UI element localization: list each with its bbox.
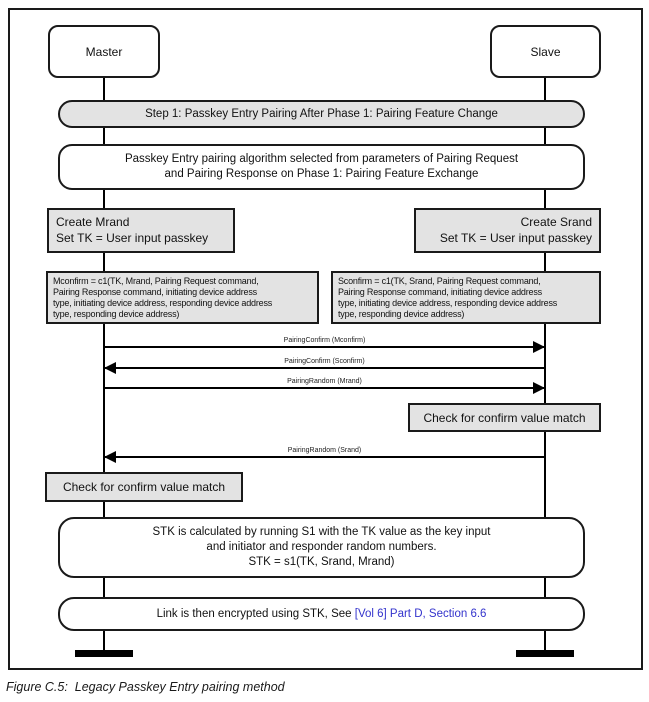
- slave-check-box: Check for confirm value match: [408, 403, 601, 432]
- arrow-left: [104, 451, 545, 463]
- sconfirm-calculation-box: Sconfirm = c1(TK, Srand, Pairing Request…: [331, 271, 601, 324]
- message-label: PairingRandom (Mrand): [287, 378, 362, 385]
- vol6-partd-section66-link[interactable]: [Vol 6] Part D, Section 6.6: [354, 607, 487, 620]
- actor-master-label: Master: [85, 44, 123, 59]
- message-pairing-confirm-sconfirm: PairingConfirm (Sconfirm): [104, 358, 545, 374]
- mconfirm-calculation-box: Mconfirm = c1(TK, Mrand, Pairing Request…: [46, 271, 319, 324]
- actor-master: Master: [48, 25, 160, 78]
- arrow-right: [104, 382, 545, 394]
- arrowhead-right-icon: [533, 341, 545, 353]
- arrowhead-left-icon: [104, 451, 116, 463]
- message-pairing-confirm-mconfirm: PairingConfirm (Mconfirm): [104, 337, 545, 353]
- arrowhead-left-icon: [104, 362, 116, 374]
- master-action-box: Create Mrand Set TK = User input passkey: [47, 208, 235, 253]
- message-label: PairingConfirm (Sconfirm): [284, 358, 365, 365]
- link-encrypted-note: Link is then encrypted using STK, See [V…: [58, 597, 585, 631]
- algorithm-note: Passkey Entry pairing algorithm selected…: [58, 144, 585, 190]
- arrow-left: [104, 362, 545, 374]
- actor-slave-label: Slave: [530, 44, 561, 59]
- slave-terminator-bar: [516, 650, 574, 657]
- master-check-box: Check for confirm value match: [45, 472, 243, 502]
- message-pairing-random-srand: PairingRandom (Srand): [104, 447, 545, 463]
- actor-slave: Slave: [490, 25, 601, 78]
- message-label: PairingConfirm (Mconfirm): [283, 337, 366, 344]
- link-note-prefix: Link is then encrypted using STK, See: [156, 607, 352, 620]
- stk-note: STK is calculated by running S1 with the…: [58, 517, 585, 578]
- message-pairing-random-mrand: PairingRandom (Mrand): [104, 378, 545, 394]
- message-label: PairingRandom (Srand): [287, 447, 362, 454]
- slave-lifeline: [544, 78, 546, 652]
- arrow-right: [104, 341, 545, 353]
- figure-caption: Figure C.5: Legacy Passkey Entry pairing…: [6, 680, 285, 694]
- arrowhead-right-icon: [533, 382, 545, 394]
- step1-banner: Step 1: Passkey Entry Pairing After Phas…: [58, 100, 585, 128]
- master-terminator-bar: [75, 650, 133, 657]
- slave-action-box: Create Srand Set TK = User input passkey: [414, 208, 601, 253]
